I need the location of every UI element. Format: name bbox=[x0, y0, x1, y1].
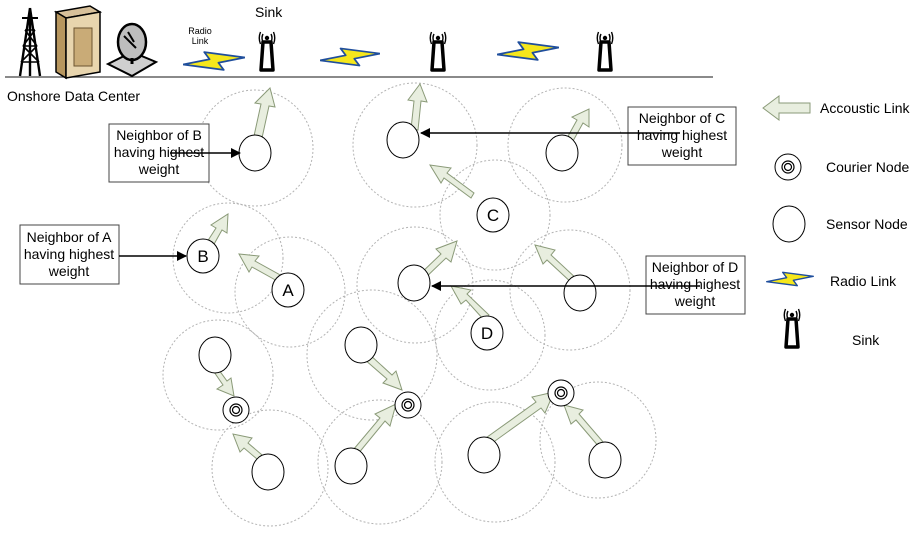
courier-node bbox=[547, 379, 575, 407]
radio-link-icon bbox=[497, 41, 559, 61]
sensor-node bbox=[563, 274, 597, 312]
sink-icon bbox=[257, 30, 277, 72]
acoustic-arrow bbox=[407, 82, 428, 131]
labelled-node-a: A bbox=[271, 272, 305, 308]
legend-sink: Sink bbox=[782, 307, 880, 349]
acoustic-arrow bbox=[253, 87, 276, 139]
acoustic-arrow bbox=[206, 213, 229, 247]
labelled-node-c: C bbox=[476, 197, 510, 233]
sensor-node bbox=[386, 121, 420, 159]
sensor-node bbox=[588, 441, 622, 479]
sink-icon bbox=[782, 307, 802, 349]
legend-acoustic-label: Accoustic Link bbox=[820, 100, 910, 116]
courier-node-icon bbox=[774, 153, 802, 181]
sensor-node bbox=[397, 264, 431, 302]
legend-courier-label: Courier Node bbox=[826, 159, 909, 175]
radio-link-icon bbox=[765, 271, 815, 287]
sensor-node bbox=[251, 453, 285, 491]
sensor-node bbox=[467, 436, 501, 474]
acoustic-arrow bbox=[534, 244, 579, 286]
sink-top-label: Sink bbox=[255, 4, 283, 20]
sensor-node bbox=[545, 134, 579, 172]
node-b-label: B bbox=[197, 247, 208, 266]
sink-icon bbox=[428, 30, 448, 72]
acoustic-arrow bbox=[482, 391, 555, 447]
legend-courier: Courier Node bbox=[774, 153, 909, 181]
node-c-label: C bbox=[487, 206, 499, 225]
legend-sink-label: Sink bbox=[852, 332, 880, 348]
legend-radio-label: Radio Link bbox=[830, 273, 897, 289]
legend: Accoustic Link Courier Node Sensor Node … bbox=[762, 95, 910, 349]
courier-node bbox=[394, 391, 422, 419]
sensor-node bbox=[238, 134, 272, 172]
legend-sensor-label: Sensor Node bbox=[826, 216, 908, 232]
onshore-data-center-label: Onshore Data Center bbox=[7, 88, 140, 104]
acoustic-arrow-icon bbox=[762, 95, 811, 121]
sensor-node-icon bbox=[772, 205, 806, 243]
legend-radio: Radio Link bbox=[765, 271, 897, 289]
acoustic-arrow bbox=[429, 164, 475, 199]
transmission-ranges bbox=[162, 82, 657, 527]
acoustic-arrow bbox=[450, 285, 490, 321]
labelled-node-d: D bbox=[470, 315, 504, 351]
legend-sensor: Sensor Node bbox=[772, 205, 908, 243]
courier-node bbox=[222, 396, 250, 424]
sensor-node bbox=[334, 447, 368, 485]
acoustic-arrow bbox=[563, 404, 605, 449]
node-a-label: A bbox=[282, 281, 294, 300]
sensor-nodes bbox=[198, 121, 622, 491]
acoustic-arrow bbox=[566, 108, 590, 142]
satellite-dish-icon bbox=[105, 22, 159, 78]
sensor-node bbox=[344, 326, 378, 364]
legend-acoustic: Accoustic Link bbox=[762, 95, 910, 121]
acoustic-arrow bbox=[238, 253, 283, 283]
radio-link-icon bbox=[183, 51, 245, 71]
server-cabinet-icon bbox=[53, 5, 103, 80]
node-d-label: D bbox=[481, 324, 493, 343]
sensor-node bbox=[198, 336, 232, 374]
labelled-node-b: B bbox=[186, 238, 220, 274]
radio-tower-icon bbox=[18, 7, 42, 77]
sink-icon bbox=[595, 30, 615, 72]
radio-link-icon bbox=[320, 47, 380, 67]
